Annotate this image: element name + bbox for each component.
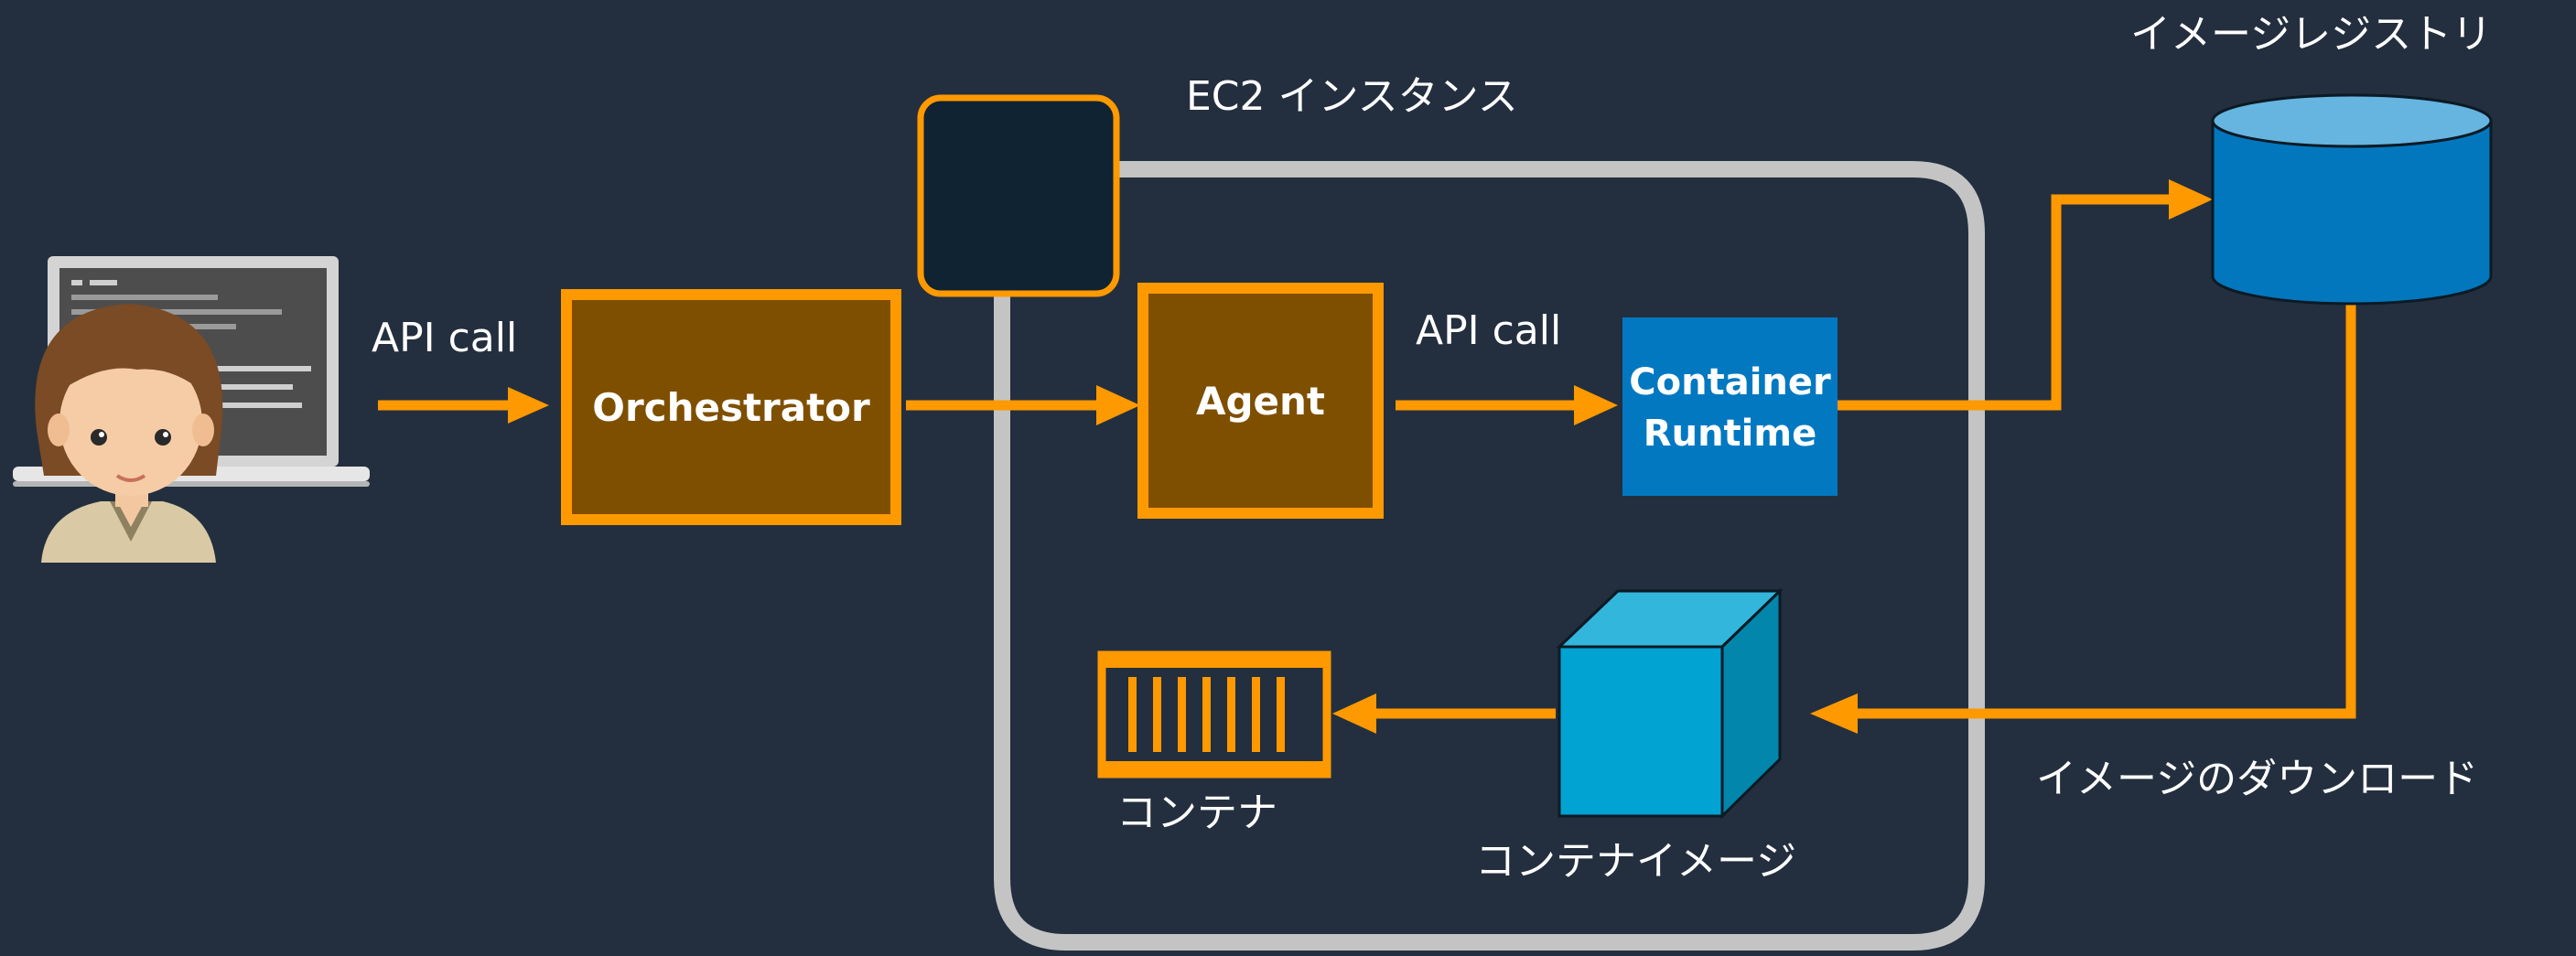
arrow-orchestrator-to-agent-head xyxy=(1096,385,1140,425)
arrow-agent-to-runtime-head xyxy=(1574,385,1618,425)
arrow-runtime-to-registry-head xyxy=(2169,179,2213,220)
connectors xyxy=(378,179,2356,734)
arrow-image-to-container-head xyxy=(1332,693,1376,734)
image-registry-label: イメージレジストリ xyxy=(2130,11,2493,58)
container-runtime-box xyxy=(1622,317,1838,496)
database-cylinder-icon xyxy=(2211,93,2493,306)
orchestrator-label: Orchestrator xyxy=(592,384,870,430)
container-runtime-label: Container Runtime xyxy=(1622,357,1838,459)
api-call-label-2: API call xyxy=(1416,307,1562,354)
container-label: コンテナ xyxy=(1116,790,1277,836)
agent-box xyxy=(1137,283,1384,519)
agent-label: Agent xyxy=(1195,378,1326,424)
ec2-instance-chip-icon xyxy=(917,94,1120,297)
cube-icon xyxy=(1556,587,1784,820)
user-at-laptop-icon xyxy=(13,256,370,563)
arrow-registry-to-image-head xyxy=(1810,693,1858,734)
orchestrator-box xyxy=(561,289,901,525)
arrow-registry-to-image xyxy=(1848,302,2356,719)
shipping-container-icon xyxy=(1097,650,1331,779)
container-image-label: コンテナイメージ xyxy=(1475,838,1797,885)
ec2-instance-boundary xyxy=(994,161,1985,951)
arrow-user-to-orchestrator-head xyxy=(508,387,549,424)
arrow-runtime-to-registry xyxy=(1836,194,2173,411)
image-download-label: イメージのダウンロード xyxy=(2036,756,2479,802)
container-runtime-label-line1: Container xyxy=(1629,361,1831,403)
api-call-label-1: API call xyxy=(372,315,518,361)
container-runtime-label-line2: Runtime xyxy=(1643,413,1817,455)
ec2-instance-label: EC2 インスタンス xyxy=(1186,73,1518,120)
